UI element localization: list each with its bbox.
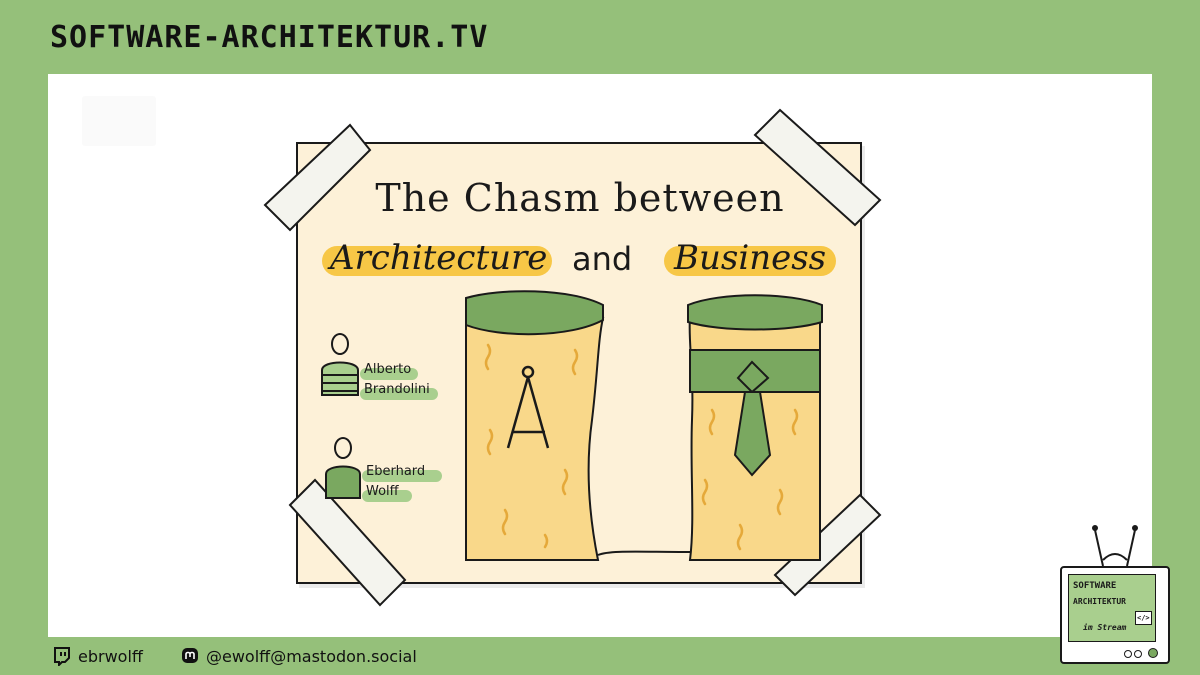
speaker-name-eberhard: Eberhard Wolff [366, 464, 425, 500]
poster-word-architecture: Architecture [330, 238, 548, 278]
mastodon-handle: @ewolff@mastodon.social [206, 646, 417, 666]
twitch-link[interactable]: ebrwolff [52, 646, 143, 666]
poster-word-and: and [572, 240, 633, 278]
twitch-icon [54, 647, 70, 666]
twitch-handle: ebrwolff [78, 646, 143, 666]
tv-knob [1134, 650, 1142, 658]
poster-word-business: Business [674, 238, 827, 278]
tv-screen: SOFTWARE ARCHITEKTUR im Stream </> [1068, 574, 1156, 642]
tv-antenna-icon [1092, 525, 1138, 567]
tv-power-light [1148, 648, 1158, 658]
tv-logo-line2: ARCHITEKTUR [1073, 597, 1126, 606]
faint-placeholder [82, 96, 156, 146]
speaker-first-name: Eberhard [366, 464, 426, 479]
tv-logo-line1: SOFTWARE [1073, 581, 1117, 591]
name-highlight [362, 470, 442, 482]
speaker-last-name: Wolff [366, 484, 399, 499]
tv-logo-line3: im Stream [1083, 623, 1127, 632]
tv-code-glyph: </> [1135, 611, 1152, 625]
speaker-first-name: Alberto [364, 362, 412, 377]
poster-title-line1: The Chasm between [375, 176, 785, 220]
speaker-name-alberto: Alberto Brandolini [364, 362, 430, 398]
name-highlight [360, 388, 438, 400]
tv-logo: SOFTWARE ARCHITEKTUR im Stream </> [1060, 566, 1170, 664]
tv-knob [1124, 650, 1132, 658]
highlight-business [664, 246, 836, 276]
mastodon-icon [182, 648, 198, 663]
speaker-last-name: Brandolini [364, 382, 430, 397]
site-title: SOFTWARE-ARCHITEKTUR.TV [50, 20, 489, 55]
highlight-architecture [322, 246, 552, 276]
name-highlight [362, 490, 412, 502]
name-highlight [360, 368, 418, 380]
mastodon-link[interactable]: @ewolff@mastodon.social [180, 646, 417, 666]
